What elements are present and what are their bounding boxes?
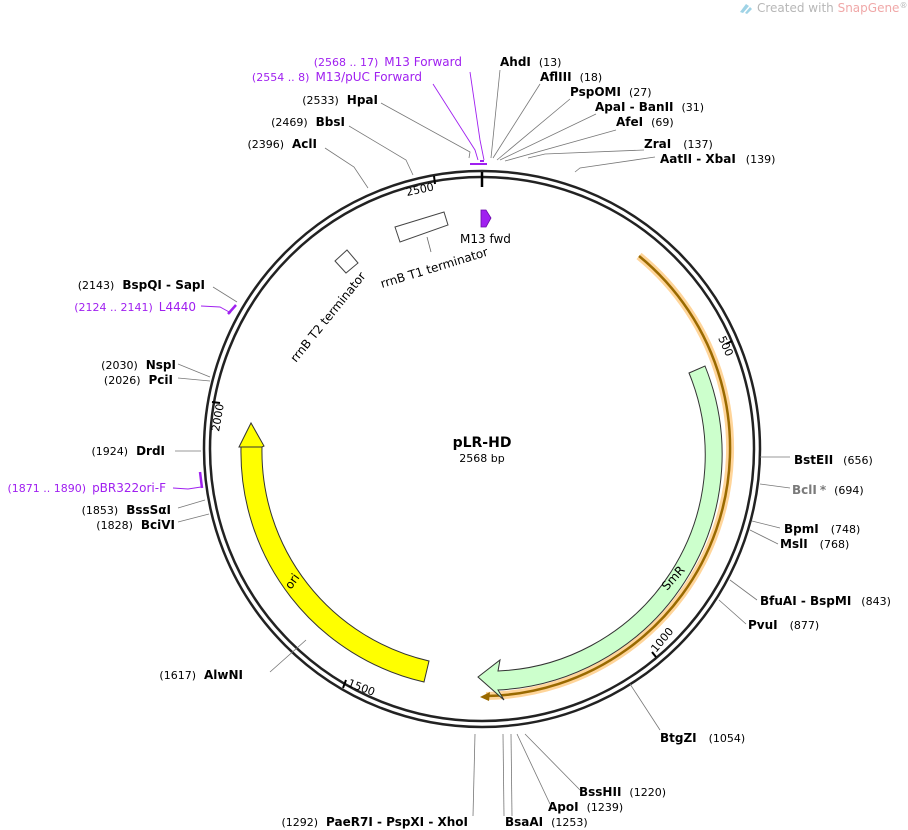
site-label-paer7i-pspxi-xhoi[interactable]: (1292)PaeR7I - PspXI - XhoI	[281, 815, 468, 829]
connector-bsaai-2	[502, 733, 505, 817]
snapgene-branding: Created with SnapGene®	[740, 1, 907, 15]
tick-label-2000: 2000	[209, 403, 227, 433]
m13-fwd-label: M13 fwd	[460, 232, 511, 246]
connector-bpmi	[751, 520, 781, 529]
tick-mark-1500	[342, 679, 347, 689]
rrnb-t2-feature[interactable]	[334, 249, 359, 274]
smr-feature[interactable]	[477, 365, 723, 701]
rrnb-t2-label: rrnB T2 terminator	[287, 269, 368, 365]
connector-bsaai	[510, 733, 513, 817]
site-label-bspqi-sapi[interactable]: (2143)BspQI - SapI	[78, 278, 205, 292]
connector-pspomi	[496, 98, 571, 161]
connector-apai	[499, 113, 597, 161]
connector-bcli	[759, 483, 791, 489]
site-label-btgzi[interactable]: BtgZI(1054)	[660, 731, 745, 745]
backbone-outer-circle	[202, 169, 762, 729]
site-label-bbsi[interactable]: (2469)BbsI	[271, 115, 345, 129]
backbone	[202, 169, 762, 729]
site-label-pvui[interactable]: PvuI(877)	[748, 618, 819, 632]
site-label-alwni[interactable]: (1617)AlwNI	[159, 668, 243, 682]
primer-connector-m13-pucfwd	[432, 83, 479, 161]
connector-zrai	[527, 149, 645, 159]
connector-btgzi	[629, 683, 661, 731]
m13-fwd-feature[interactable]	[480, 209, 492, 228]
connector-bfuai	[729, 579, 758, 601]
site-label-nspi[interactable]: (2030)NspI	[101, 358, 176, 372]
site-label-bsssai[interactable]: (1853)BssSαI	[82, 503, 171, 517]
tick-label-500: 500	[715, 334, 735, 358]
site-label-pspomi[interactable]: PspOMI(27)	[570, 85, 652, 99]
site-label-pcii[interactable]: (2026)PciI	[104, 373, 173, 387]
primer-connector-m13fwd	[469, 71, 485, 161]
primer-connector-pbr322ori	[172, 486, 202, 490]
connector-msli	[749, 529, 779, 545]
snapgene-logo-icon	[740, 4, 752, 14]
tick-label-1500: 1500	[346, 677, 377, 699]
ori-feature[interactable]	[240, 446, 430, 683]
orf-arc	[485, 255, 732, 698]
site-connectors	[175, 69, 791, 817]
ori-arrowhead	[238, 421, 265, 448]
site-label-hpai[interactable]: (2533)HpaI	[302, 93, 378, 107]
connector-bspqi	[212, 286, 238, 303]
connector-apoi	[516, 733, 551, 805]
site-label-aflIII[interactable]: AflIII(18)	[540, 70, 602, 84]
connector-aflIII	[492, 83, 541, 159]
connector-bsshii	[524, 733, 581, 791]
connector-pcii	[177, 377, 211, 382]
connector-afei	[504, 129, 617, 162]
primer-pbr322ori-mark[interactable]	[198, 471, 204, 489]
primer-label-m13-puc-forward[interactable]: (2554 .. 8)M13/pUC Forward	[252, 70, 422, 84]
branding-text: Created with SnapGene®	[757, 1, 907, 15]
orf-arrowhead	[480, 692, 490, 701]
site-label-apoi[interactable]: ApoI(1239)	[548, 800, 623, 814]
site-label-aatii-xbai[interactable]: AatII - XbaI(139)	[660, 152, 775, 166]
connector-bcivi	[177, 513, 210, 523]
connector-xhoi	[472, 733, 476, 817]
tick-mark-500	[725, 340, 733, 345]
site-label-bsteii[interactable]: BstEII(656)	[794, 453, 873, 467]
primer-connector-l4440	[200, 305, 232, 314]
primer-label-pbr322ori-f[interactable]: (1871 .. 1890)pBR322ori-F	[8, 481, 167, 495]
tick-mark-1000	[651, 651, 657, 658]
site-label-zrai[interactable]: ZraI(137)	[644, 137, 713, 151]
site-label-apai-banii[interactable]: ApaI - BanII(31)	[595, 100, 704, 114]
connector-bsssai	[177, 499, 206, 509]
connector-pvui	[718, 599, 747, 625]
connector-aatii	[574, 156, 656, 173]
site-label-bcivi[interactable]: (1828)BciVI	[96, 518, 175, 532]
rrnb-t1-connector	[426, 236, 432, 253]
site-labels-left: (1292)PaeR7I - PspXI - XhoI (1617)AlwNI …	[78, 93, 468, 829]
site-label-afei[interactable]: AfeI(69)	[616, 115, 674, 129]
primer-labels: (2568 .. 17)M13 Forward (2554 .. 8)M13/p…	[8, 55, 463, 495]
connector-nspi	[177, 363, 211, 378]
site-label-acli[interactable]: (2396)AclI	[247, 137, 317, 151]
site-labels-right: AhdI(13) AflIII(18) PspOMI(27) ApaI - Ba…	[500, 55, 891, 829]
plasmid-size: 2568 bp	[459, 452, 504, 465]
primer-label-m13-forward[interactable]: (2568 .. 17)M13 Forward	[314, 55, 462, 69]
site-label-bfuai-bspmi[interactable]: BfuAI - BspMI(843)	[760, 594, 891, 608]
rrnb-t1-feature[interactable]	[394, 211, 449, 243]
site-label-drdi[interactable]: (1924)DrdI	[91, 444, 165, 458]
site-label-bpmi[interactable]: BpmI(748)	[784, 522, 860, 536]
site-label-bcli[interactable]: BclI*(694)	[792, 483, 864, 497]
tick-mark-2500	[433, 175, 436, 185]
plasmid-name: pLR-HD	[453, 435, 512, 451]
connector-ahdi	[490, 69, 501, 159]
primer-label-l4440[interactable]: (2124 .. 2141)L4440	[74, 300, 196, 314]
site-label-bsaai[interactable]: BsaAI(1253)	[505, 815, 588, 829]
connector-acli	[324, 147, 369, 189]
primer-markers	[172, 71, 487, 490]
connector-alwni	[269, 639, 307, 673]
connector-hpai	[380, 102, 471, 159]
site-label-ahdi[interactable]: AhdI(13)	[500, 55, 561, 69]
tick-label-2500: 2500	[405, 180, 435, 199]
tick-mark-2000	[211, 401, 221, 404]
rrnb-t1-label: rrnB T1 terminator	[379, 245, 490, 291]
primer-l4440-mark[interactable]	[227, 304, 237, 315]
site-label-bsshii[interactable]: BssHII(1220)	[579, 785, 666, 799]
site-label-msli[interactable]: MslI(768)	[780, 537, 849, 551]
connector-bbsi	[348, 125, 414, 176]
